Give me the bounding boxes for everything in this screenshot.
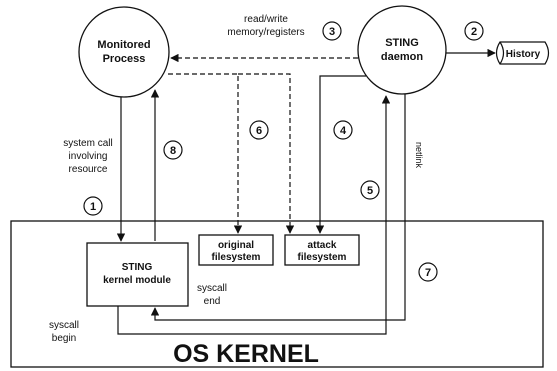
monitored-process-subtitle: Process [103, 53, 146, 65]
step-1-badge: 1 [83, 196, 103, 216]
original-fs-line2: filesystem [212, 252, 261, 263]
netlink-label: netlink [414, 142, 424, 169]
monitored-process-node [78, 6, 170, 98]
read-write-label-line1: read/write [244, 14, 288, 25]
step-3-label: 3 [329, 26, 335, 38]
step-2-label: 2 [471, 26, 477, 38]
monitored-process-title: Monitored [97, 39, 150, 51]
step-5-label: 5 [367, 185, 373, 197]
arrow-daemon-to-attack-fs [315, 75, 366, 234]
history-label: History [506, 49, 541, 60]
sting-daemon-node [357, 5, 447, 95]
syscall-end-label-line2: end [204, 296, 221, 307]
attack-filesystem-box [284, 234, 360, 266]
syscall-end-label-line1: syscall [197, 283, 227, 294]
step-5-badge: 5 [360, 180, 380, 200]
arrow-module-to-daemon-netlink [117, 95, 391, 335]
attack-fs-line1: attack [308, 240, 337, 251]
read-write-label-line2: memory/registers [227, 27, 304, 38]
sting-daemon-subtitle: daemon [381, 51, 423, 63]
sting-daemon-title: STING [385, 37, 419, 49]
history-database-icon [495, 41, 550, 65]
kernel-module-title: STING [122, 262, 153, 273]
step-1-label: 1 [90, 201, 96, 213]
attack-fs-line2: filesystem [298, 252, 347, 263]
original-filesystem-box [198, 234, 274, 266]
arrow-process-to-original-fs [168, 73, 243, 234]
step-2-badge: 2 [464, 21, 484, 41]
step-7-badge: 7 [418, 262, 438, 282]
system-call-label-line2: involving [69, 151, 108, 162]
arrow-daemon-to-module [150, 94, 406, 321]
step-4-label: 4 [340, 125, 347, 137]
step-6-badge: 6 [249, 120, 269, 140]
step-3-badge: 3 [322, 21, 342, 41]
step-6-label: 6 [256, 125, 262, 137]
kernel-module-subtitle: kernel module [103, 275, 171, 286]
arrow-process-to-attack-fs [238, 73, 295, 234]
step-8-badge: 8 [163, 140, 183, 160]
syscall-begin-label-line1: syscall [49, 320, 79, 331]
os-kernel-title: OS KERNEL [173, 340, 319, 368]
system-call-label-line1: system call [63, 138, 112, 149]
step-4-badge: 4 [333, 120, 353, 140]
step-8-label: 8 [170, 145, 176, 157]
original-fs-line1: original [218, 240, 254, 251]
system-call-label-line3: resource [69, 164, 108, 175]
syscall-begin-label-line2: begin [52, 333, 76, 344]
sting-kernel-module-box [86, 242, 189, 307]
step-7-label: 7 [425, 267, 431, 279]
